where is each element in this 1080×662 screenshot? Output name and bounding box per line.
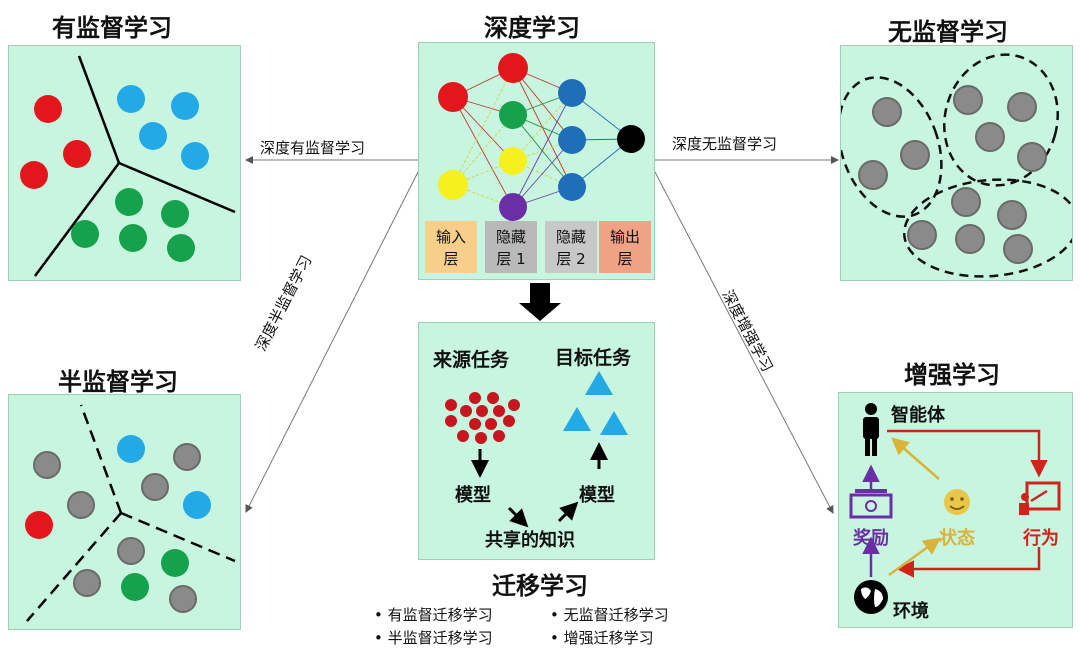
class-point <box>71 220 99 248</box>
data-point <box>872 97 902 127</box>
class-point <box>139 122 167 150</box>
unsupervised-panel <box>840 45 1073 281</box>
action-icon <box>1019 481 1061 515</box>
data-point <box>900 140 930 170</box>
layer-label-line1: 输入 <box>435 228 466 246</box>
hidden-layer-1-label: 隐藏 层 1 <box>485 221 537 273</box>
reinforcement-title: 增强学习 <box>904 361 1000 389</box>
cluster-outlines <box>841 53 1072 278</box>
person-icon <box>863 403 879 456</box>
action-label: 行为 <box>1023 528 1059 549</box>
class-point <box>161 200 189 228</box>
list-item-label: 半监督迁移学习 <box>387 629 493 647</box>
class-point <box>181 142 209 170</box>
state-label: 状态 <box>939 528 975 549</box>
globe-icon <box>854 580 888 614</box>
list-item: • 有监督迁移学习 <box>374 606 493 624</box>
class-point <box>119 224 147 252</box>
deep-learning-panel: 输入 层 隐藏 层 1 隐藏 层 2 输出 层 <box>418 42 655 280</box>
semi-supervised-panel <box>8 394 241 630</box>
data-point <box>1003 234 1033 264</box>
labeled-point <box>183 491 211 519</box>
labeled-point <box>25 511 53 539</box>
neural-network-graph <box>438 53 645 221</box>
data-point <box>975 122 1005 152</box>
list-item: • 增强迁移学习 <box>550 629 654 647</box>
reward-label: 奖励 <box>853 528 889 549</box>
layer-label-line1: 隐藏 <box>495 228 526 246</box>
environment-label: 环境 <box>893 601 929 622</box>
edge-deep-semi <box>245 171 419 513</box>
reinforcement-loop <box>849 403 1061 614</box>
target-data-points <box>563 371 628 435</box>
layer-label-line1: 隐藏 <box>555 228 586 246</box>
class-point <box>117 85 145 113</box>
data-point <box>997 200 1027 230</box>
data-point <box>953 85 983 115</box>
unsupervised-title: 无监督学习 <box>888 18 1008 46</box>
list-item: • 无监督迁移学习 <box>550 606 669 624</box>
layer-label-line2: 层 <box>617 250 633 268</box>
deep-learning-title: 深度学习 <box>484 14 580 42</box>
source-task-label: 来源任务 <box>433 349 510 371</box>
unlabeled-point <box>73 569 101 597</box>
transfer-types-list: • 有监督迁移学习 • 无监督迁移学习 • 半监督迁移学习 • 增强迁移学习 <box>374 604 714 654</box>
model-left-label: 模型 <box>455 485 491 506</box>
edge-deep-reinforcement <box>654 171 834 514</box>
unlabeled-point <box>169 585 197 613</box>
data-point <box>907 220 937 250</box>
reinforcement-panel: 智能体 奖励 状态 行为 环境 <box>838 392 1073 628</box>
transfer-title: 迁移学习 <box>492 572 588 600</box>
layer-label-line2: 层 2 <box>556 250 586 268</box>
transfer-learning-panel: 来源任务 目标任务 模型 模型 共享的知识 <box>418 322 655 560</box>
state-icon <box>944 489 970 515</box>
source-data-points <box>445 392 520 444</box>
labeled-point <box>161 549 189 577</box>
agent-label: 智能体 <box>891 405 945 426</box>
unlabeled-point <box>67 491 95 519</box>
unlabeled-point <box>173 443 201 471</box>
class-point <box>167 234 195 262</box>
shared-knowledge-label: 共享的知识 <box>485 530 575 551</box>
decision-boundaries <box>33 55 236 277</box>
semi-supervised-title: 半监督学习 <box>58 368 178 396</box>
class-point <box>34 95 62 123</box>
data-point <box>951 187 981 217</box>
input-layer-label: 输入 层 <box>425 221 477 273</box>
data-point <box>1017 142 1047 172</box>
supervised-panel <box>8 45 241 281</box>
layer-label-line2: 层 1 <box>496 250 526 268</box>
list-item-label: 无监督迁移学习 <box>563 606 669 624</box>
class-point <box>20 161 48 189</box>
labeled-point <box>121 573 149 601</box>
reward-icon <box>849 489 893 519</box>
unlabeled-point <box>33 451 61 479</box>
supervised-title: 有监督学习 <box>52 14 172 42</box>
transfer-graphic <box>445 371 628 528</box>
edge-label-deep-supervised: 深度有监督学习 <box>260 139 366 157</box>
target-task-label: 目标任务 <box>555 347 632 369</box>
edge-label-deep-unsupervised: 深度无监督学习 <box>672 135 778 153</box>
unlabeled-point <box>141 473 169 501</box>
class-point <box>115 188 143 216</box>
output-layer-label: 输出 层 <box>599 221 651 273</box>
labeled-point <box>117 435 145 463</box>
data-point <box>1007 92 1037 122</box>
layer-label-line2: 层 <box>443 250 459 268</box>
hidden-layer-2-label: 隐藏 层 2 <box>545 221 597 273</box>
layer-label-line1: 输出 <box>609 228 640 246</box>
down-arrow-icon <box>519 283 561 321</box>
unlabeled-point <box>117 537 145 565</box>
decision-boundaries-dashed <box>26 404 236 622</box>
data-point <box>955 224 985 254</box>
list-item: • 半监督迁移学习 <box>374 629 493 647</box>
data-point <box>858 160 888 190</box>
list-item-label: 增强迁移学习 <box>563 629 654 647</box>
class-point <box>171 92 199 120</box>
model-right-label: 模型 <box>579 485 615 506</box>
list-item-label: 有监督迁移学习 <box>387 606 493 624</box>
class-point <box>63 140 91 168</box>
